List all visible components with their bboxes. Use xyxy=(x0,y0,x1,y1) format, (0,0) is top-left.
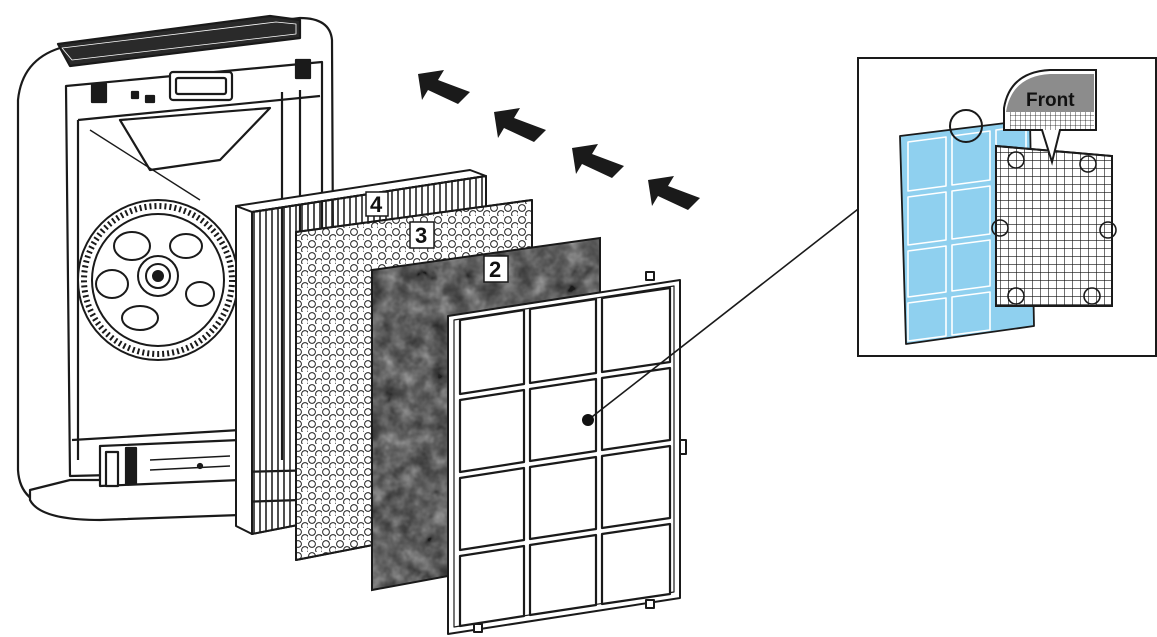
airflow-arrow-icon xyxy=(648,176,700,210)
fan-icon xyxy=(77,199,239,361)
callout-leader xyxy=(582,205,863,426)
airflow-arrow-icon xyxy=(494,108,546,142)
zoom-circle xyxy=(949,109,983,143)
airflow-arrow-icon xyxy=(418,70,470,104)
airflow-arrow-icon xyxy=(572,144,624,178)
leader-dot-icon xyxy=(582,414,594,426)
carbon-filter-number: 2 xyxy=(489,257,501,282)
airflow-arrows xyxy=(418,70,700,210)
hepa-filter-number: 4 xyxy=(370,192,383,217)
label-tag-3: 3 xyxy=(409,221,435,249)
front-label: Front xyxy=(1026,90,1075,111)
label-tag-4: 4 xyxy=(365,191,389,217)
label-tag-2: 2 xyxy=(483,255,509,283)
mesh-filter xyxy=(991,144,1117,307)
detail-callout: Front xyxy=(857,57,1157,357)
pre-filter-frame xyxy=(447,271,687,635)
honeycomb-filter-number: 3 xyxy=(415,223,427,248)
front-tag: Front xyxy=(1003,69,1097,166)
